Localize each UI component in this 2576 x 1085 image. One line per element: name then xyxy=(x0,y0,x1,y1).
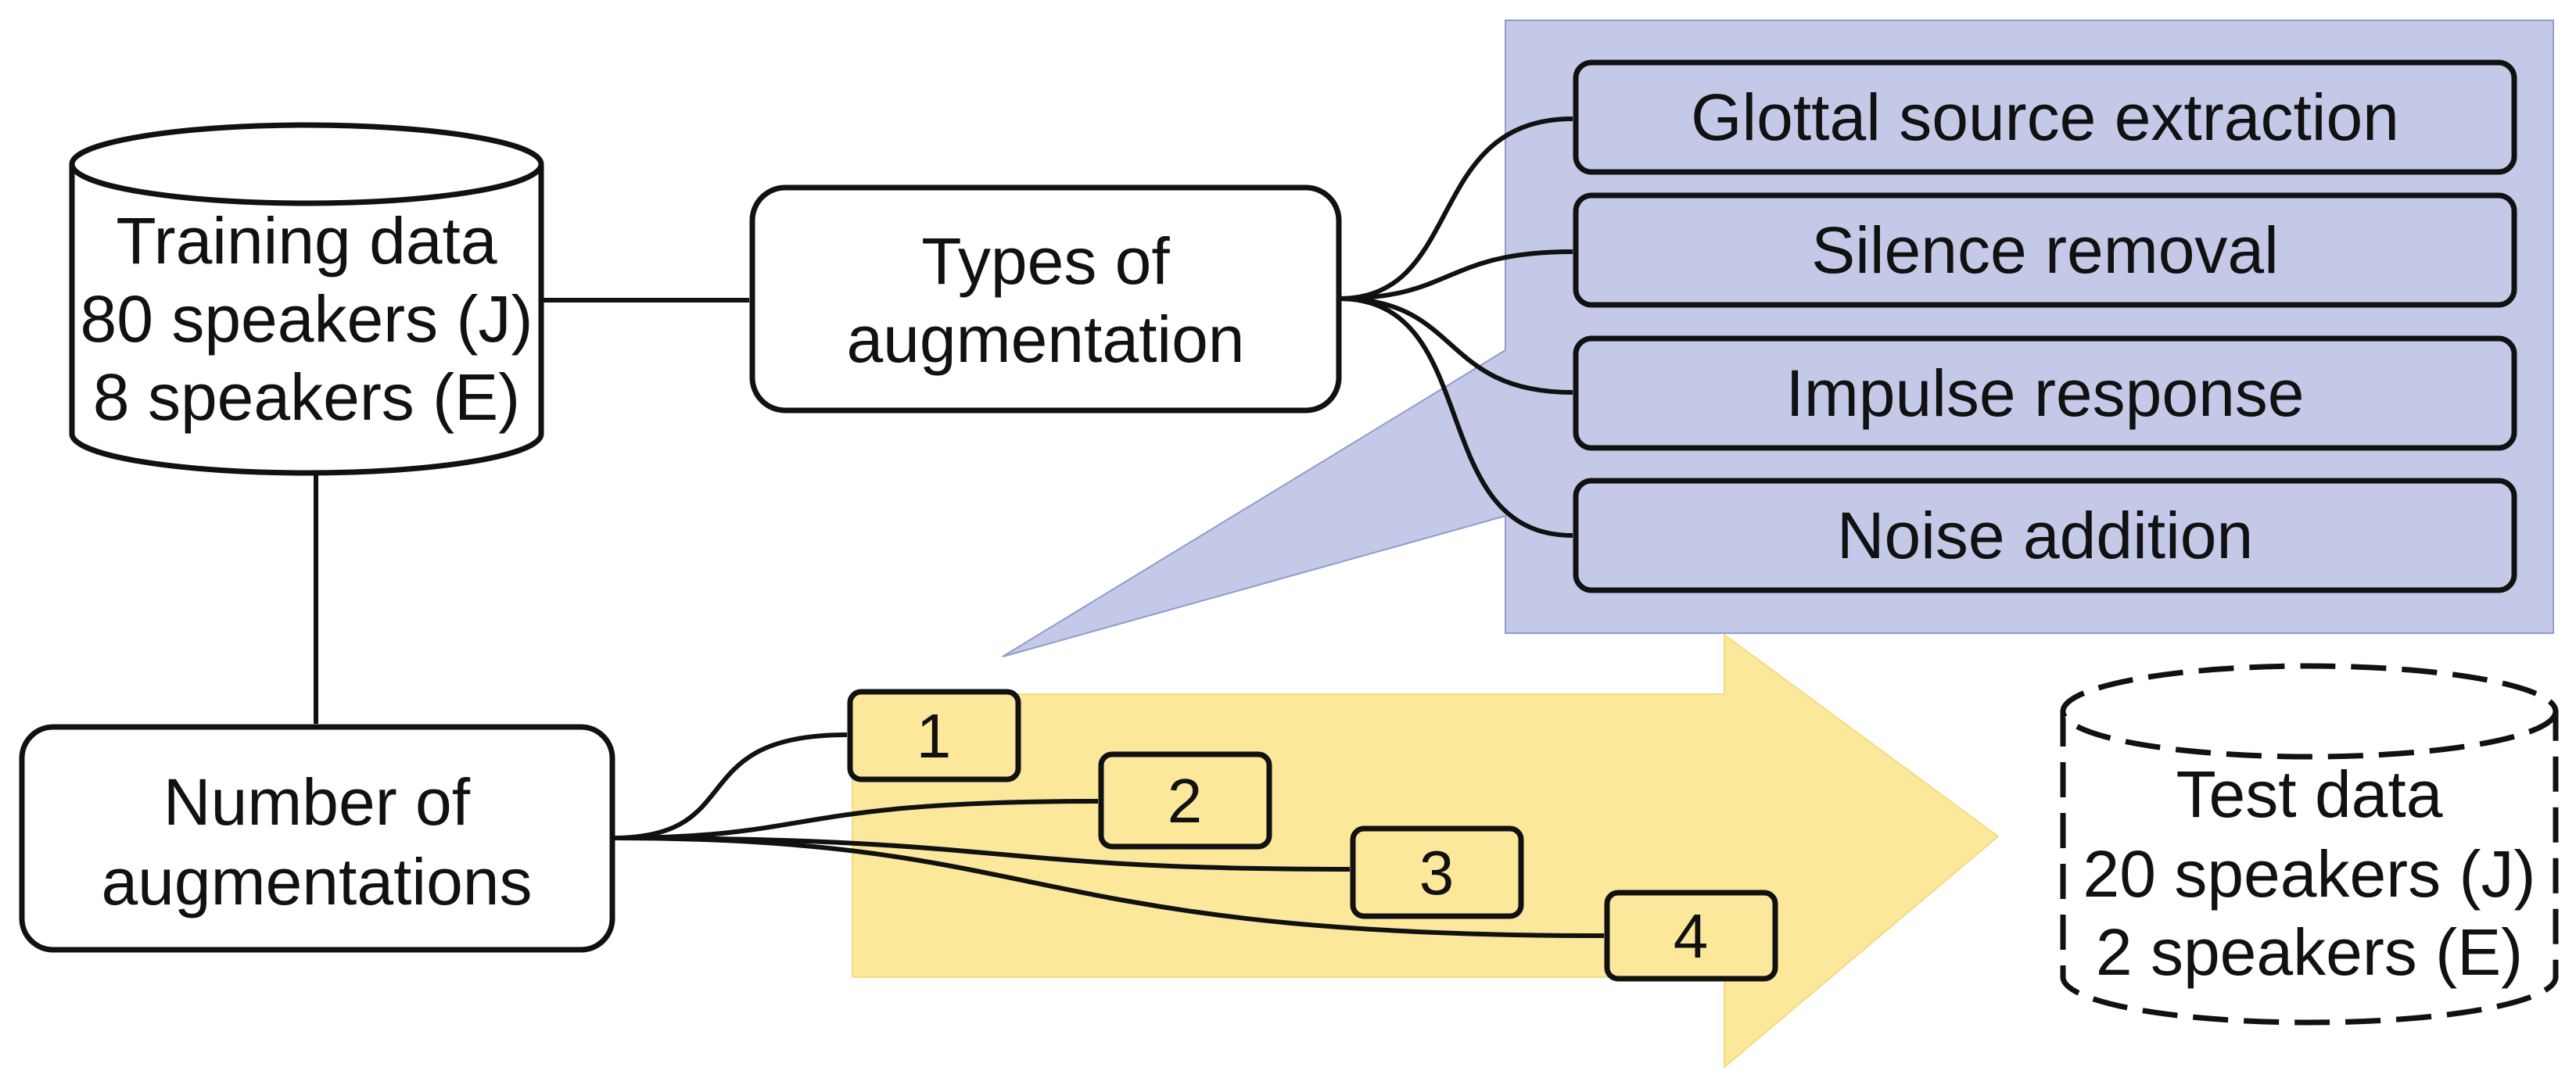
edge-types-to-glottal xyxy=(1338,116,1573,301)
edge-types-to-silence xyxy=(1338,249,1573,301)
augmentation-count-2: 2 xyxy=(1098,751,1272,850)
edge-types-to-impulse xyxy=(1338,296,1573,395)
types-of-augmentation-line2: augmentation xyxy=(846,303,1244,376)
augmentation-count-label: 2 xyxy=(1168,766,1203,836)
augmentation-count-3: 3 xyxy=(1350,825,1524,919)
augmentation-type-silence-removal: Silence removal xyxy=(1573,192,2517,308)
augmentation-type-label: Impulse response xyxy=(1785,356,2304,430)
number-of-augmentations-line2: augmentations xyxy=(101,845,532,918)
edge-number-to-4 xyxy=(612,836,1605,938)
augmentation-type-noise-addition: Noise addition xyxy=(1573,478,2517,593)
test-data-title: Test data xyxy=(2176,757,2443,831)
training-data-cylinder: Training data 80 speakers (J) 8 speakers… xyxy=(69,122,544,476)
augmentation-type-label: Silence removal xyxy=(1811,213,2279,287)
augmentation-type-label: Glottal source extraction xyxy=(1691,81,2399,154)
test-data-japanese-speakers: 20 speakers (J) xyxy=(2083,837,2536,911)
number-of-augmentations-line1: Number of xyxy=(163,765,471,839)
edge-number-to-3 xyxy=(612,836,1351,872)
test-data-cylinder: Test data 20 speakers (J) 2 speakers (E) xyxy=(2060,663,2559,1026)
edge-number-to-1 xyxy=(612,732,848,840)
augmentation-type-impulse-response: Impulse response xyxy=(1573,335,2517,451)
augmentation-count-label: 3 xyxy=(1419,838,1455,908)
training-data-japanese-speakers: 80 speakers (J) xyxy=(81,282,533,356)
augmentation-count-label: 1 xyxy=(917,701,952,771)
augmentation-count-4: 4 xyxy=(1604,890,1778,982)
types-of-augmentation-line1: Types of xyxy=(921,224,1170,298)
types-of-augmentation-box: Types of augmentation xyxy=(749,184,1342,414)
augmentation-count-label: 4 xyxy=(1674,901,1709,971)
training-data-title: Training data xyxy=(116,204,497,278)
training-data-english-speakers: 8 speakers (E) xyxy=(93,360,520,434)
number-of-augmentations-box: Number of augmentations xyxy=(19,724,615,953)
test-data-english-speakers: 2 speakers (E) xyxy=(2096,915,2523,989)
augmentation-type-glottal-source: Glottal source extraction xyxy=(1573,59,2517,175)
augmentation-type-label: Noise addition xyxy=(1837,499,2253,572)
edge-types-to-noise xyxy=(1338,296,1573,538)
edge-number-to-2 xyxy=(612,799,1099,840)
connectors xyxy=(314,116,1605,938)
augmentation-count-1: 1 xyxy=(847,689,1021,782)
